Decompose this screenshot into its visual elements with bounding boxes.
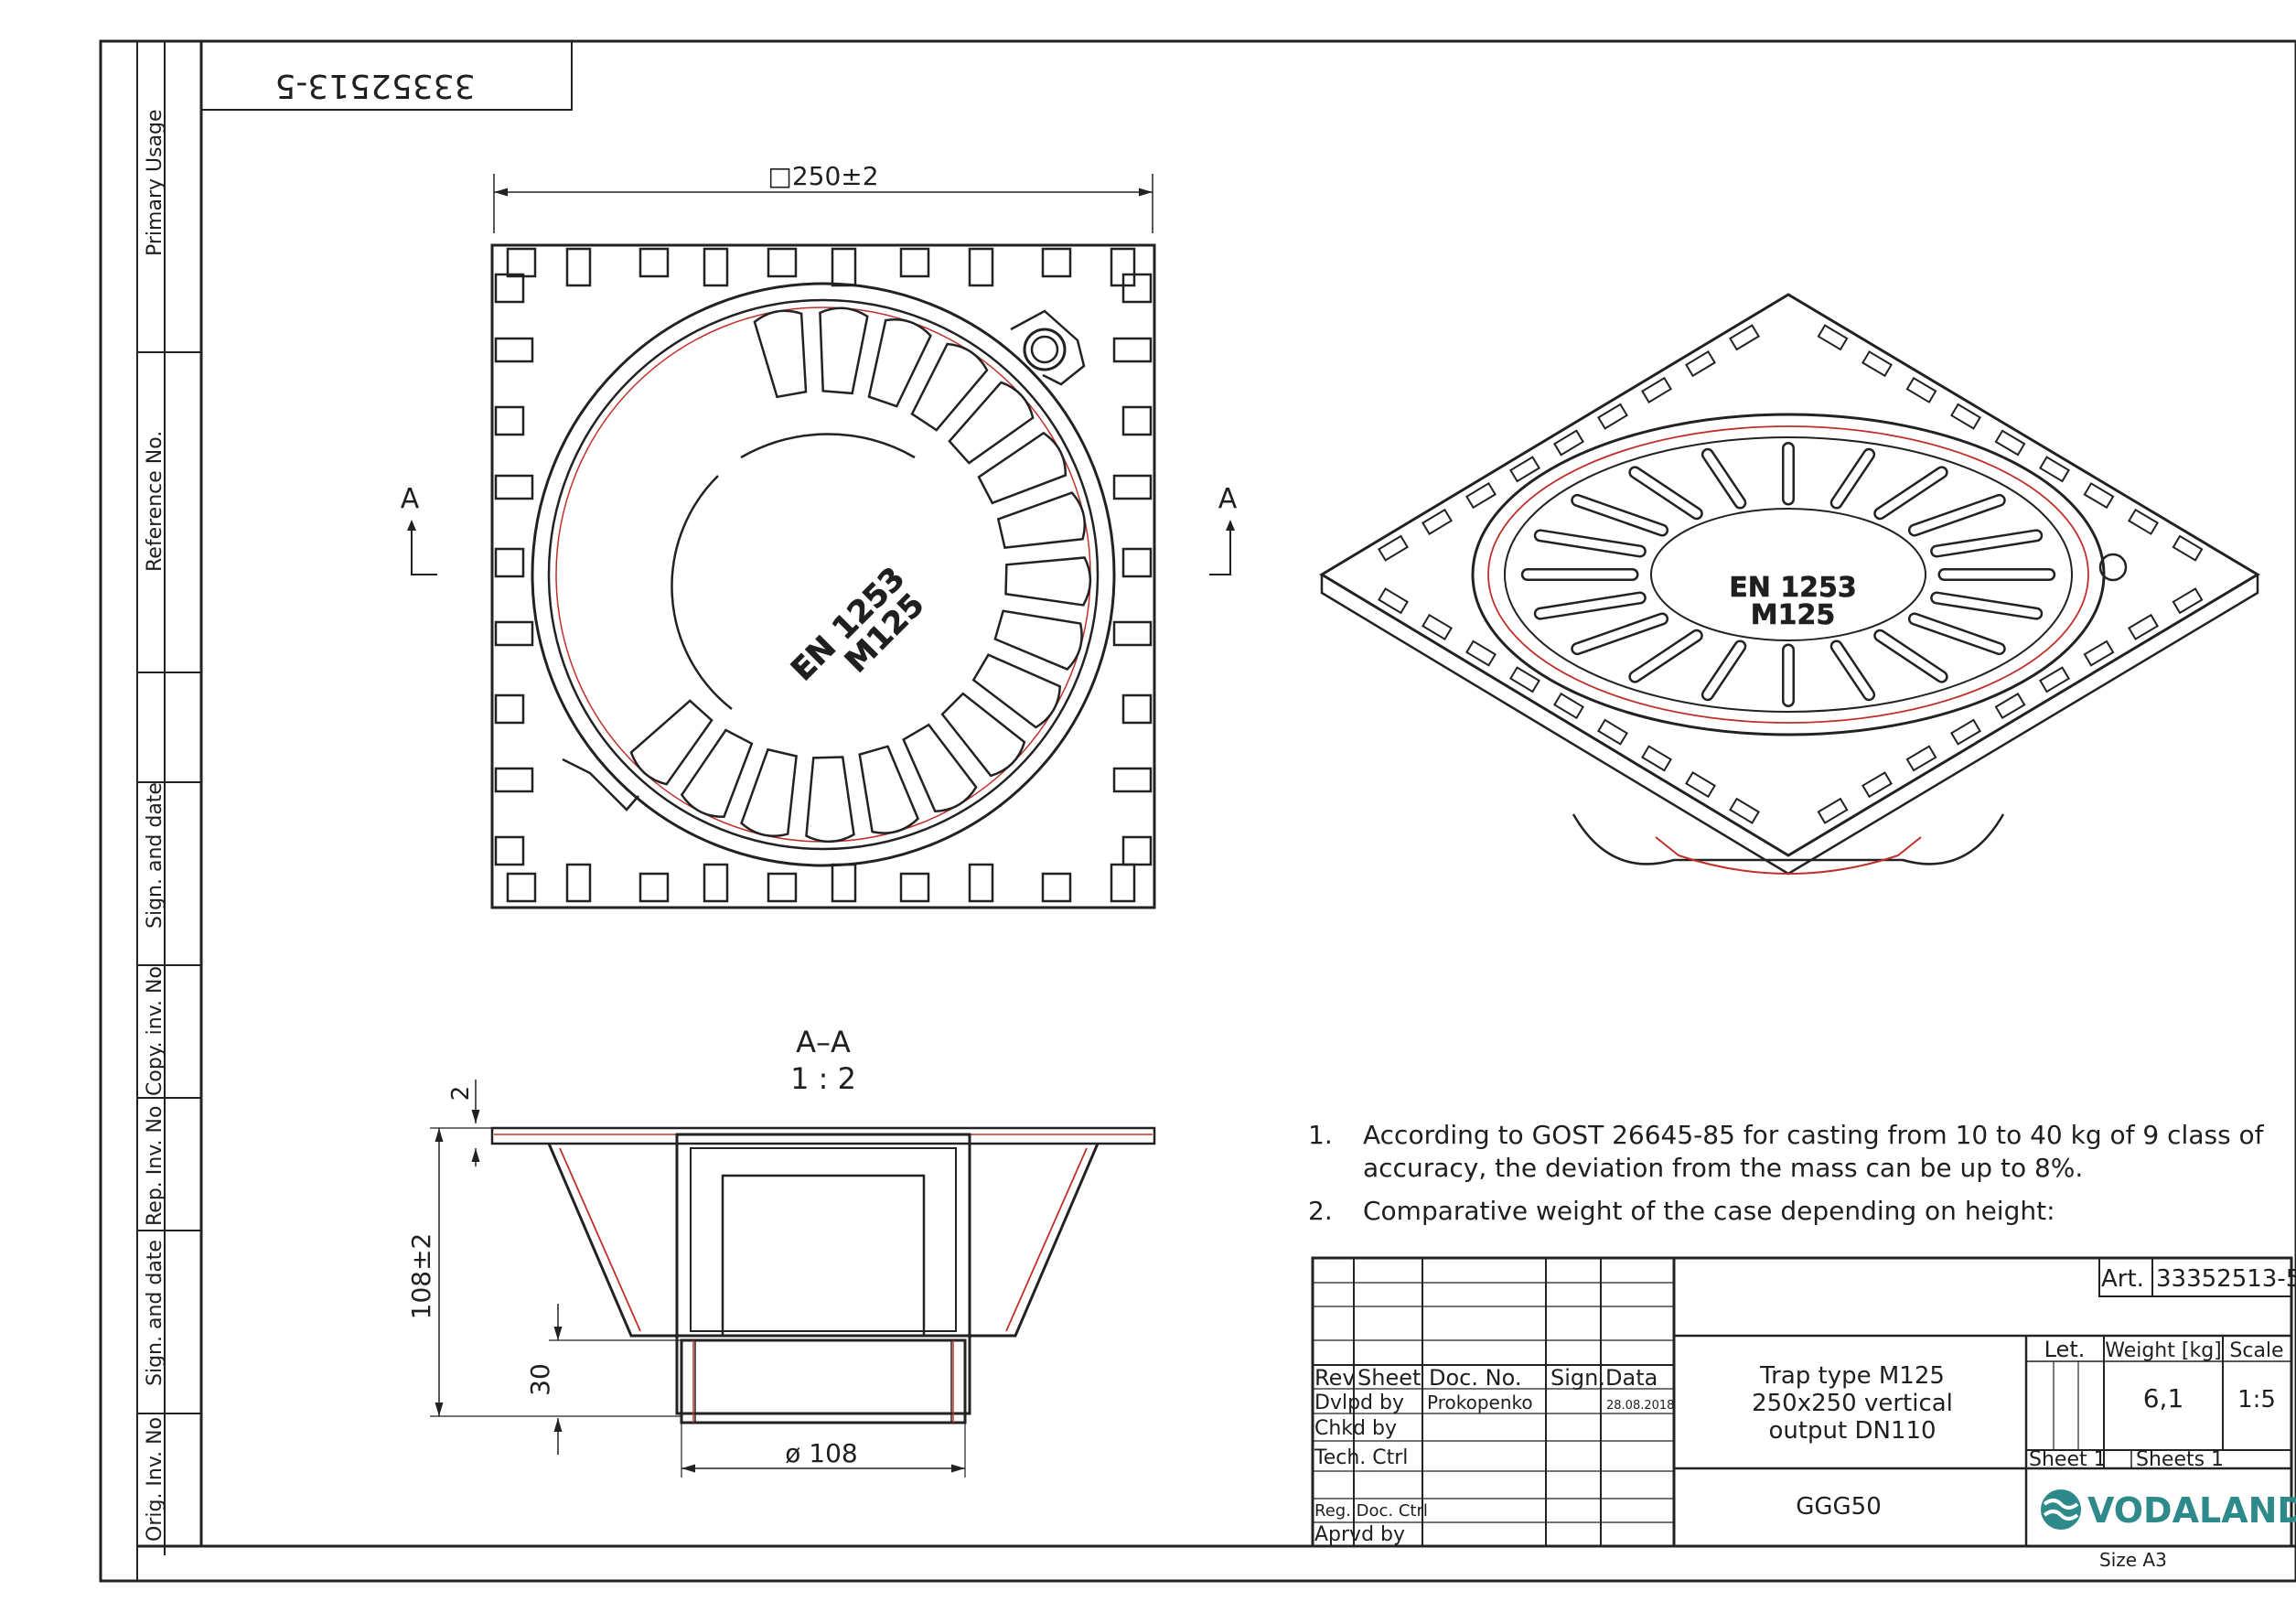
- section-title: A–A: [796, 1025, 851, 1059]
- top-view: □250±2 EN 1253 M125 A A: [401, 161, 1238, 909]
- title-block: Rev Sheet Doc. No. Sign. Data Dvlpd by P…: [1311, 1256, 2296, 1571]
- copy-inv-no-label: Copy. inv. No: [144, 966, 166, 1096]
- dim-height: 108±2: [406, 1233, 436, 1320]
- outer-frame: [99, 39, 2296, 1583]
- row-chkd-role: Chkd by: [1314, 1417, 1397, 1440]
- note-1-number: 1.: [1308, 1120, 1333, 1150]
- scale-value: 1:5: [2237, 1386, 2276, 1413]
- header-sheet: Sheet: [1357, 1365, 1421, 1391]
- iso-cast-text-line2: M125: [1751, 599, 1835, 631]
- company-name: VODALAND: [2087, 1490, 2296, 1531]
- section-view: A–A 1 : 2 2 108±2 30 ø: [406, 1025, 1156, 1478]
- dim-outlet-height: 30: [525, 1363, 555, 1396]
- title-line3: output DN110: [1768, 1417, 1936, 1445]
- mirror-article-number: 33352513-5: [274, 67, 475, 104]
- section-scale: 1 : 2: [790, 1061, 856, 1096]
- sheet-label: Sheet 1: [2029, 1448, 2107, 1471]
- side-strip: Primary Usage Reference No. Sign. and da…: [137, 109, 201, 1542]
- header-doc-no: Doc. No.: [1429, 1365, 1521, 1391]
- vodaland-logo: VODALAND: [2041, 1489, 2296, 1531]
- mirror-article-box: [200, 40, 573, 111]
- row-dvlpd-role: Dvlpd by: [1314, 1392, 1404, 1414]
- weight-label: Weight [kg]: [2105, 1339, 2222, 1362]
- header-rev: Rev: [1314, 1365, 1356, 1391]
- row-aprvd-role: Aprvd by: [1314, 1523, 1405, 1546]
- rep-inv-no-label: Rep. Inv. No: [144, 1106, 166, 1226]
- grate-plate: [490, 243, 1156, 909]
- material: GGG50: [1796, 1493, 1882, 1521]
- note-1-text-cont: accuracy, the deviation from the mass ca…: [1363, 1153, 2083, 1183]
- note-2-text: Comparative weight of the case depending…: [1363, 1196, 2055, 1226]
- sign-date-label-1: Sign. and date: [144, 782, 166, 929]
- title-line2: 250x250 vertical: [1752, 1390, 1953, 1417]
- row-dvlpd-name: Prokopenko: [1427, 1392, 1533, 1413]
- scale-label: Scale: [2229, 1339, 2283, 1362]
- section-marker-left: A: [401, 483, 420, 515]
- sign-date-label-2: Sign. and date: [144, 1240, 166, 1386]
- sheets-label: Sheets 1: [2136, 1448, 2224, 1471]
- let-label: Let.: [2044, 1337, 2086, 1362]
- iso-cast-text-line1: EN 1253: [1729, 572, 1857, 604]
- note-1-text: According to GOST 26645-85 for casting f…: [1363, 1120, 2265, 1150]
- notes: 1. According to GOST 26645-85 for castin…: [1308, 1120, 2265, 1226]
- art-value: 33352513-5: [2156, 1265, 2296, 1293]
- dim-top-thickness: 2: [447, 1086, 475, 1102]
- row-tech-role: Tech. Ctrl: [1314, 1446, 1408, 1469]
- reference-no-label: Reference No.: [144, 431, 166, 572]
- title-line1: Trap type M125: [1759, 1362, 1945, 1390]
- orig-inv-no-label: Orig. Inv. No: [144, 1417, 166, 1542]
- width-dimension: □250±2: [767, 161, 878, 191]
- iso-view: EN 1253 M125: [1319, 293, 2260, 876]
- header-sign: Sign.: [1550, 1365, 1605, 1391]
- size-label: Size A3: [2099, 1549, 2167, 1571]
- art-label: Art.: [2101, 1265, 2144, 1293]
- weight-value: 6,1: [2143, 1383, 2184, 1413]
- header-data: Data: [1605, 1365, 1658, 1391]
- section-marker-right: A: [1218, 483, 1238, 515]
- row-regdoc-role: Reg. Doc. Ctrl: [1314, 1501, 1428, 1521]
- primary-usage-label: Primary Usage: [144, 109, 166, 256]
- dim-diameter: ø 108: [785, 1438, 857, 1468]
- row-dvlpd-date: 28.08.2018: [1606, 1399, 1674, 1413]
- note-2-number: 2.: [1308, 1196, 1333, 1226]
